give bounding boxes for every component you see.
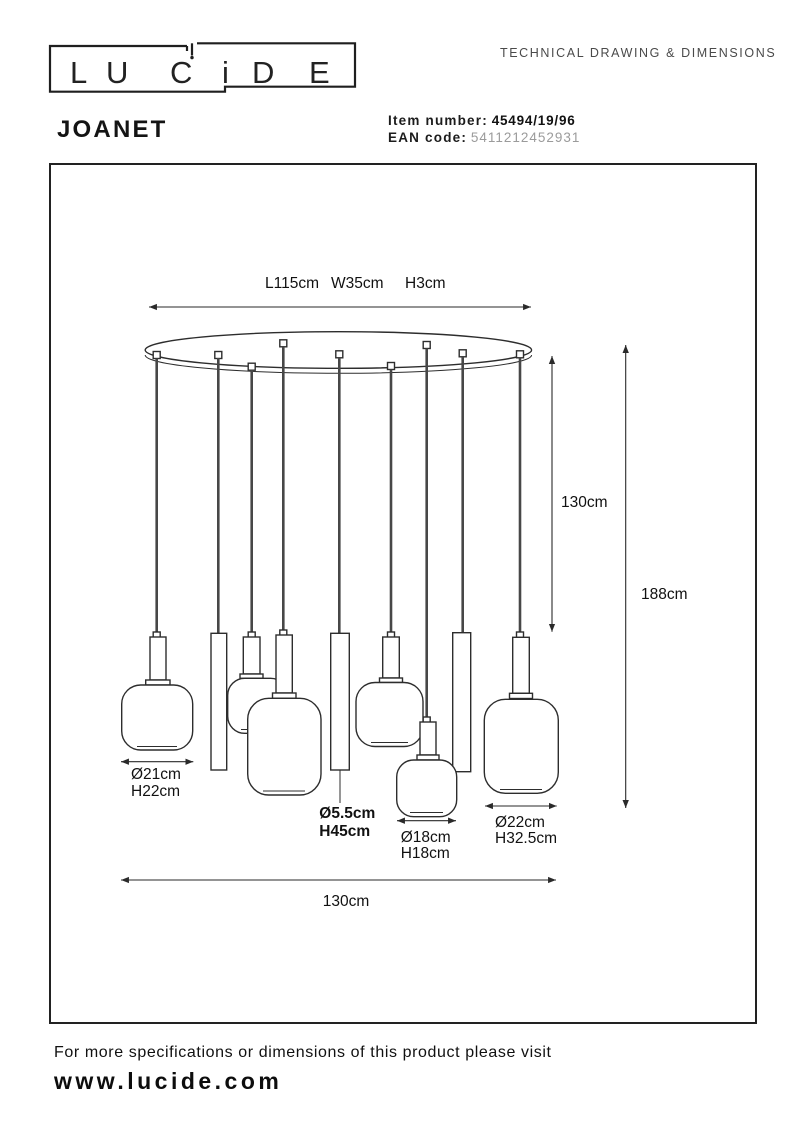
logo-letter-u: U xyxy=(106,55,128,90)
pendant-tube-3 xyxy=(452,357,472,773)
item-number-label: Item number: xyxy=(388,113,488,128)
pendant-globe-small-front: Ø18cm H18cm xyxy=(396,348,458,862)
dimension-total-spread: 130cm xyxy=(120,876,556,910)
ean-value: 5411212452931 xyxy=(470,130,581,145)
pendant-tube-1 xyxy=(210,358,228,771)
medium-globe-height-label: H22cm xyxy=(131,783,180,800)
pendant-globe-large-left xyxy=(246,347,322,796)
dimension-total-height: 188cm xyxy=(622,345,688,808)
logo-letter-l: L xyxy=(70,55,87,90)
drawing-frame xyxy=(49,163,757,1024)
large-globe-height-label: H32.5cm xyxy=(495,830,557,847)
lucide-logo-letters: L U C i D E xyxy=(70,55,330,90)
logo-letter-i: i xyxy=(222,55,229,90)
dimension-canopy-length: L115cm xyxy=(265,275,319,292)
tube-height-label: H45cm xyxy=(319,823,370,840)
product-codes: Item number: 45494/19/96 EAN code: 54112… xyxy=(388,112,580,146)
item-number-row: Item number: 45494/19/96 xyxy=(388,112,580,129)
total-height-label: 188cm xyxy=(641,586,688,603)
dimension-canopy: L115cm W35cm H3cm xyxy=(149,275,531,311)
sheet-title: TECHNICAL DRAWING & DIMENSIONS xyxy=(500,46,777,60)
dimension-drop-height: 130cm xyxy=(548,356,608,632)
small-globe-diameter-label: Ø18cm xyxy=(401,829,451,846)
pendant-globe-medium-center xyxy=(355,369,424,748)
pendant-tube-2: Ø5.5cm H45cm xyxy=(319,358,375,840)
footer-note: For more specifications or dimensions of… xyxy=(54,1044,552,1061)
total-spread-label: 130cm xyxy=(323,893,370,910)
dimension-canopy-height: H3cm xyxy=(405,275,445,292)
medium-globe-diameter-label: Ø21cm xyxy=(131,766,181,783)
pendant-globe-medium-left: Ø21cm H22cm xyxy=(120,358,194,800)
ean-row: EAN code: 5411212452931 xyxy=(388,129,580,146)
lucide-logo: L U C i D E xyxy=(48,42,357,93)
pendant-globe-large-right: Ø22cm H32.5cm xyxy=(483,357,559,847)
logo-letter-d: D xyxy=(252,55,274,90)
large-globe-diameter-label: Ø22cm xyxy=(495,814,545,831)
logo-letter-e: E xyxy=(309,55,330,90)
footer-website-link[interactable]: www.lucide.com xyxy=(54,1068,283,1094)
small-globe-height-label: H18cm xyxy=(401,845,450,862)
logo-letter-c: C xyxy=(170,55,192,90)
item-number-value: 45494/19/96 xyxy=(491,113,576,128)
ean-label: EAN code: xyxy=(388,130,468,145)
tube-diameter-label: Ø5.5cm xyxy=(319,805,375,822)
logo-pendant-bulb-icon xyxy=(190,55,194,60)
lucide-logo-box xyxy=(48,42,357,93)
product-name: JOANET xyxy=(57,116,168,143)
technical-drawing: L115cm W35cm H3cm 130cm 188cm xyxy=(49,163,757,1024)
dimension-canopy-width: W35cm xyxy=(331,275,384,292)
drop-height-label: 130cm xyxy=(561,494,608,511)
